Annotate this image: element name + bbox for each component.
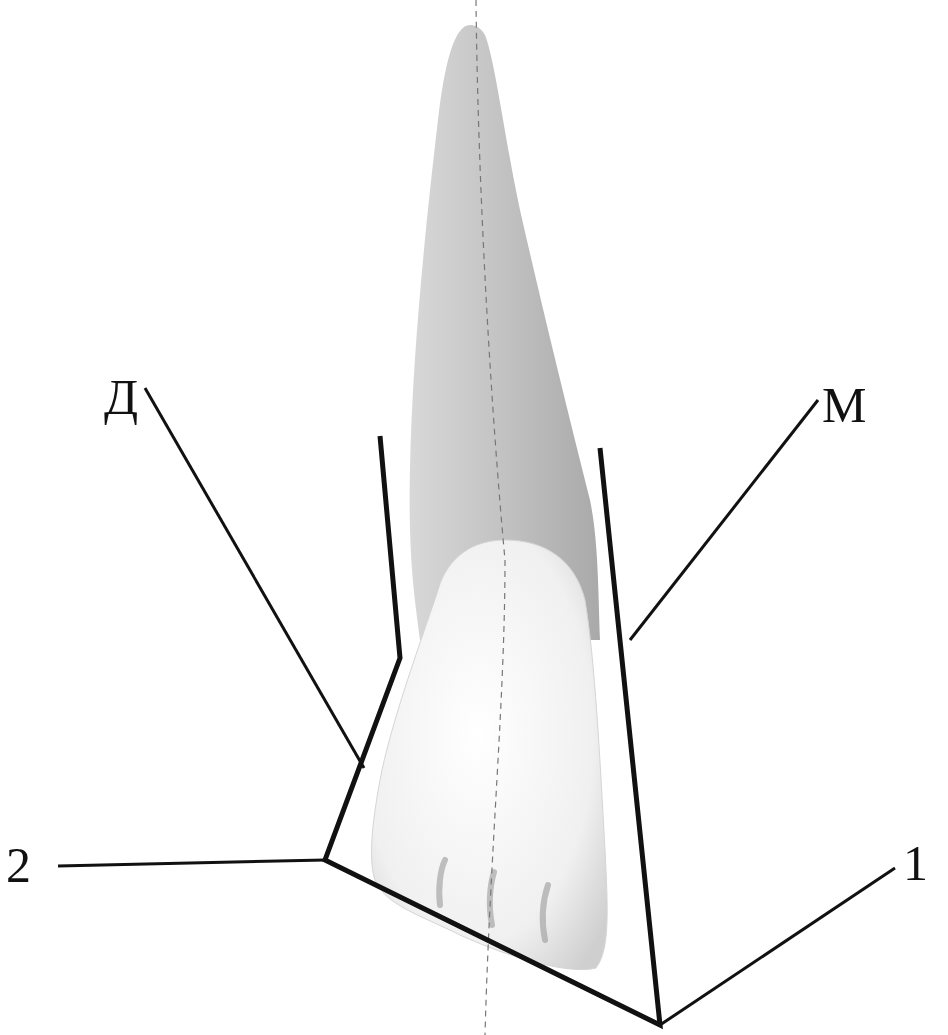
- part-label: М: [822, 380, 866, 430]
- groove: [439, 860, 445, 905]
- tooth-crown: [371, 540, 607, 970]
- tooth-axis: [476, 0, 505, 1035]
- contour-frame: [325, 436, 660, 1025]
- part-label: Д: [104, 372, 138, 422]
- leader-line: [145, 388, 364, 768]
- part-label: 2: [6, 840, 31, 890]
- leader-line: [630, 400, 818, 640]
- part-label: 1: [903, 838, 928, 888]
- leader-line: [58, 860, 325, 866]
- leader-line: [660, 868, 895, 1025]
- groove: [543, 885, 548, 940]
